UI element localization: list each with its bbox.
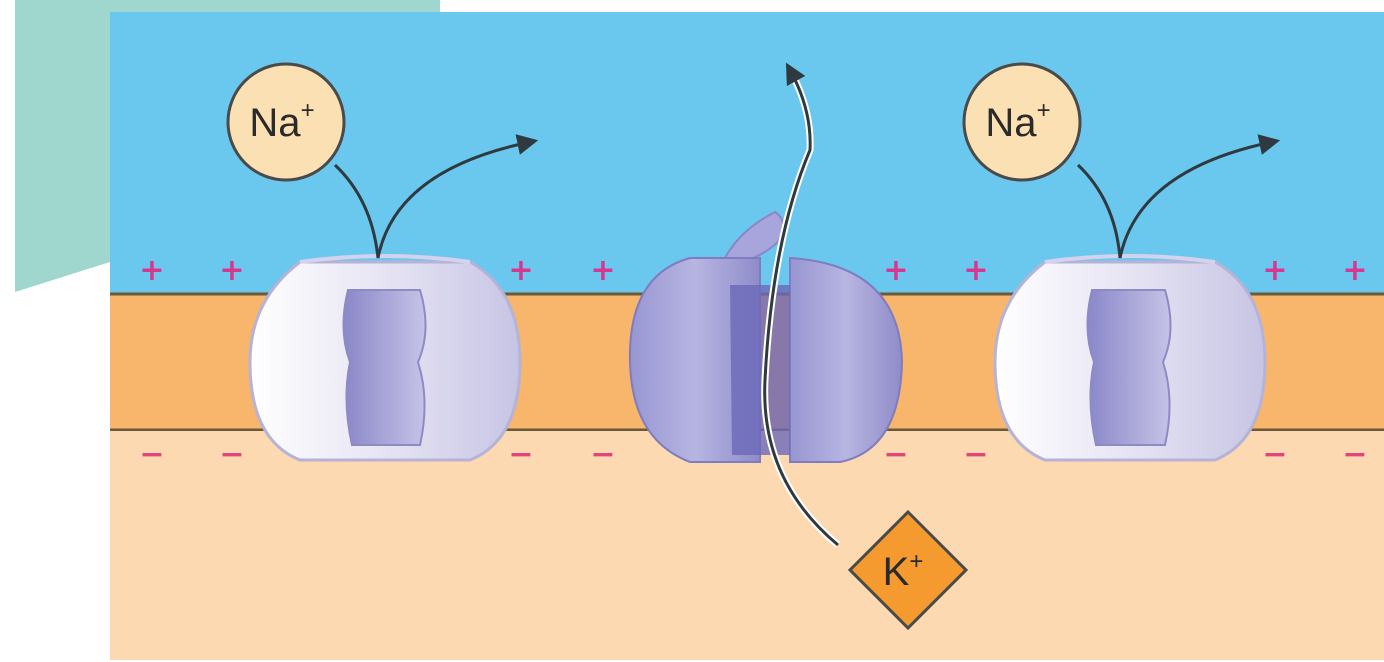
potassium-ion-symbol: K (883, 550, 910, 594)
inner-charge-sign: − (1342, 437, 1367, 472)
outer-charge-sign: + (590, 253, 615, 288)
outer-charge-sign: + (1262, 253, 1287, 288)
outer-charge-sign: + (219, 253, 244, 288)
outer-charge-sign: + (139, 253, 164, 288)
sodium-ion-symbol: Na (985, 101, 1037, 145)
sodium-ion-symbol: Na (249, 101, 301, 145)
inner-charge-sign: − (963, 437, 988, 472)
outer-charge-sign: + (1342, 253, 1367, 288)
inner-charge-sign: − (219, 437, 244, 472)
outer-charge-sign: + (508, 253, 533, 288)
potassium-ion-charge: + (909, 548, 923, 575)
sodium-channel-right (995, 256, 1265, 460)
cytoplasm-region (110, 431, 1384, 660)
channel-pore (343, 290, 425, 445)
inner-charge-sign: − (590, 437, 615, 472)
inner-charge-sign: − (508, 437, 533, 472)
inner-charge-sign: − (139, 437, 164, 472)
inner-charge-sign: − (883, 437, 908, 472)
sodium-channel-left (250, 256, 520, 460)
sodium-ion-charge: + (1037, 97, 1051, 124)
outer-charge-sign: + (883, 253, 908, 288)
channel-pore (730, 285, 790, 455)
sodium-ion-right: Na+ (964, 64, 1080, 180)
inner-charge-sign: − (1262, 437, 1287, 472)
sodium-ion-charge: + (301, 97, 315, 124)
channel-pore (1087, 290, 1170, 445)
sodium-ion-left: Na+ (228, 64, 344, 180)
outer-charge-sign: + (963, 253, 988, 288)
